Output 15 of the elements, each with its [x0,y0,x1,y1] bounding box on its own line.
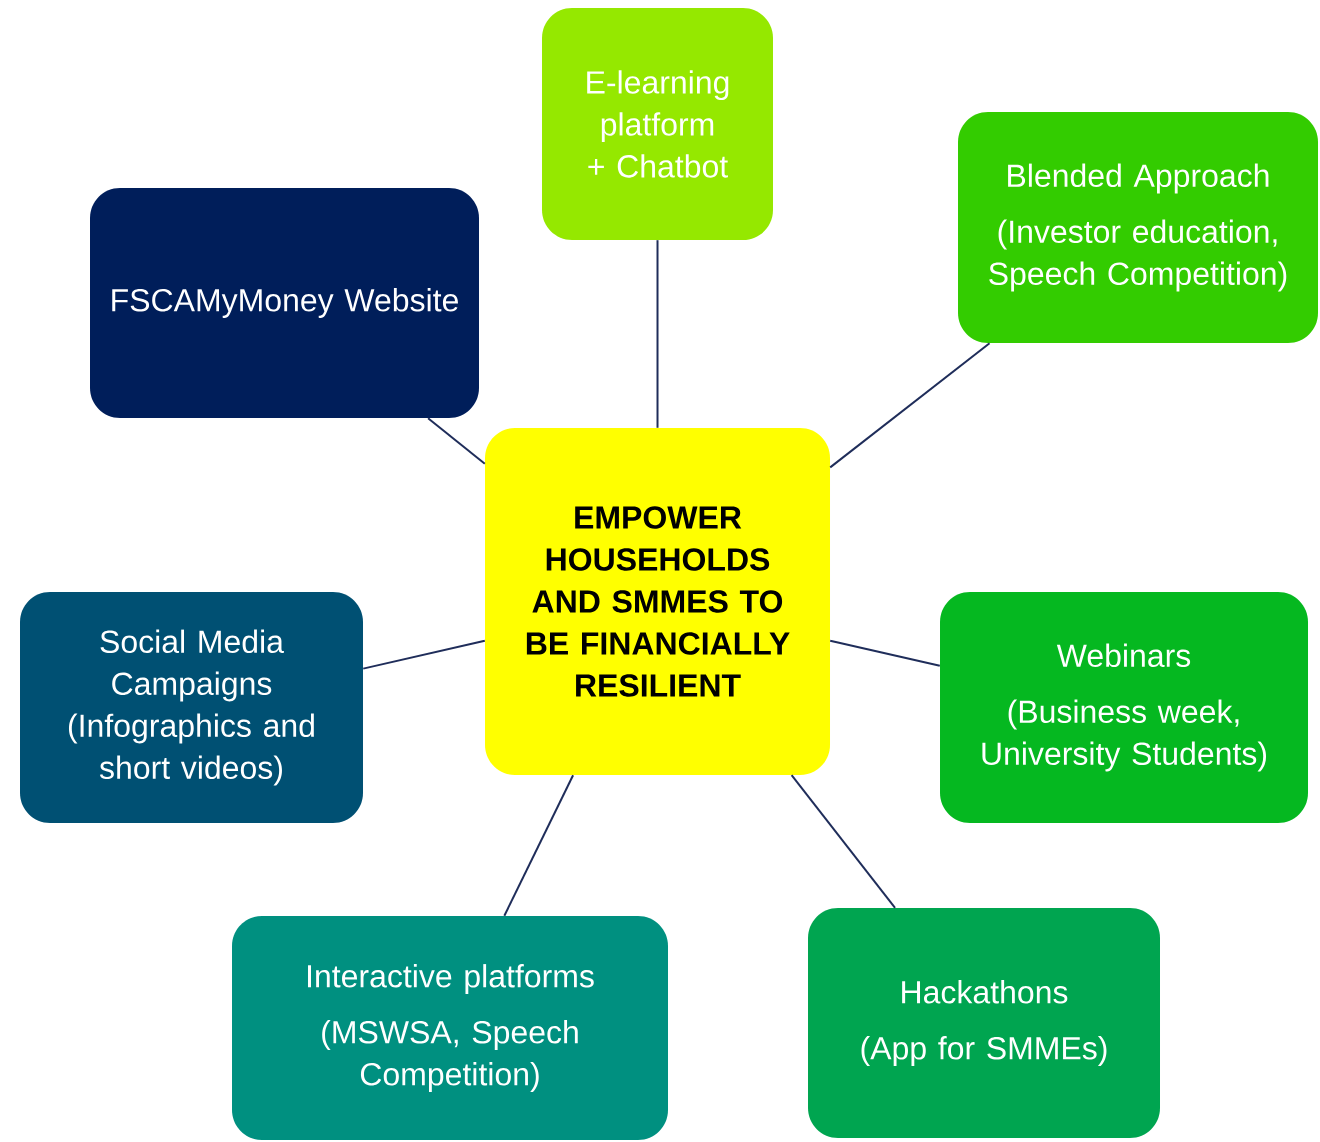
connector-line [362,639,486,670]
topic-box: FSCAMyMoney Website [90,188,479,418]
topic-box: Hackathons (App for SMMEs) [808,908,1160,1138]
topic-box: Social Media Campaigns (Infographics and short videos) [20,592,363,823]
connector-line [427,417,486,465]
connector-line [829,342,991,469]
topic-box: Blended Approach (Investor education, Speech Competition) [958,112,1318,343]
topic-box: Interactive platforms (MSWSA, Speech Competition) [232,916,668,1140]
topic-box: Webinars (Business week, University Students) [940,592,1308,823]
connector-line [656,239,659,429]
connector-line [829,639,941,667]
center-box: EMPOWER HOUSEHOLDS AND SMMES TO BE FINANCIALLY RESILIENT [485,428,830,775]
connector-line [503,774,575,917]
topic-box: E-learning platform + Chatbot [542,8,773,240]
connector-line [790,774,897,909]
